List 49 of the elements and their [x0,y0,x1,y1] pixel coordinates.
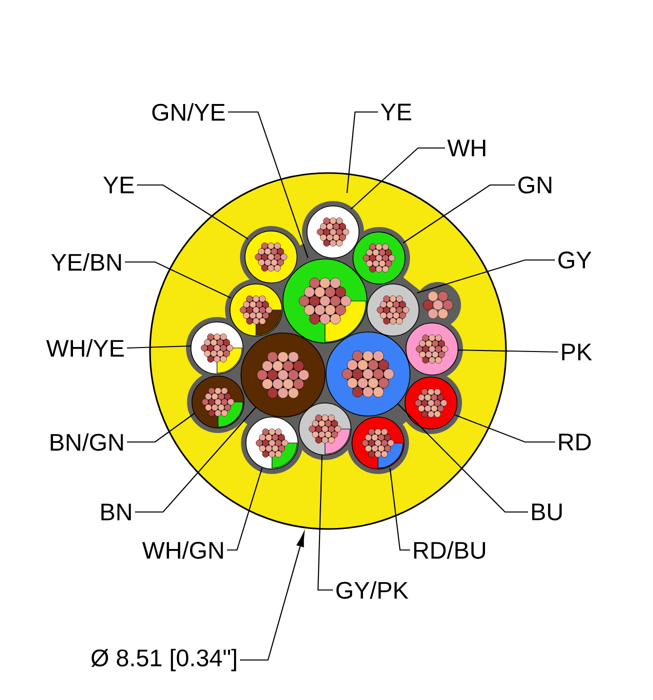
conductor [298,402,352,456]
conductor-label: WH/YE [46,339,124,357]
leader-line [228,111,309,258]
conductor [404,376,458,430]
conductor [282,258,368,344]
conductor [192,376,244,428]
conductor-label: BN [101,504,131,520]
conductor-label: GY/PK [336,581,408,599]
leader-line [389,468,410,551]
conductor [230,284,282,336]
conductor [240,332,326,418]
leader-line [402,184,515,244]
conductor [366,284,420,336]
leader-line [454,414,555,443]
conductor [352,416,404,470]
dimension-label: Ø 8.51 [0.34"] [91,648,236,672]
conductor-label: YE [103,176,134,194]
leader-line [350,147,445,210]
conductor [306,206,360,258]
leader-line [398,404,528,513]
conductor [406,322,458,376]
conductor-label: GN/YE [152,103,225,121]
conductor [246,416,298,470]
conductor-label: BU [532,504,562,520]
leader-line [227,468,263,551]
conductor-label: GY [558,252,592,268]
conductor-label: WH [447,140,486,156]
conductor-label: RD [559,434,591,450]
leader-line [317,454,333,591]
conductor [352,232,406,284]
conductor-label: PK [562,344,592,360]
leader-line [458,349,558,353]
conductor-label: BN/GN [50,433,123,451]
leader-line [137,184,248,240]
conductor-label: YE [380,104,412,120]
conductor [244,230,298,284]
conductor [190,322,244,374]
leader-line [416,259,555,294]
leader-line [125,261,232,298]
conductor [326,332,410,416]
conductor-label: RD/BU [414,541,486,559]
conductor-label: YE/BN [51,253,121,271]
leader-line [346,111,378,194]
dimension-arrow [240,532,305,661]
conductor-label: GN [518,176,552,194]
leader-line [135,406,256,513]
leader-line [127,412,196,443]
leader-line [126,345,192,349]
conductor-label: WH/GN [142,541,223,559]
